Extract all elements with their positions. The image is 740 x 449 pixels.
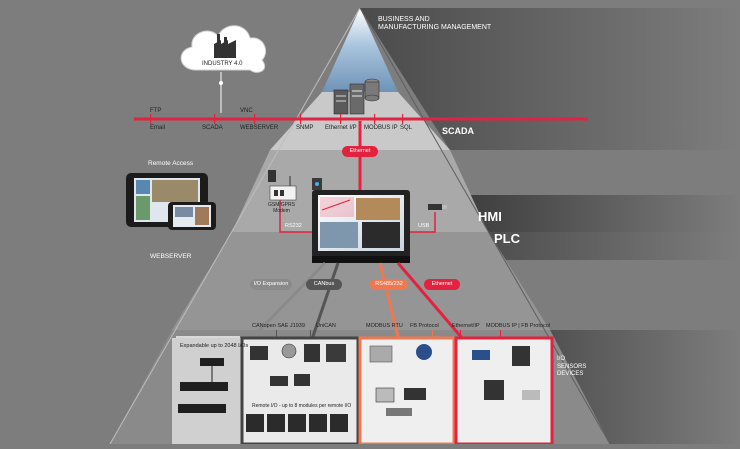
usb-label: USB: [418, 223, 430, 229]
layer-plc-title: PLC: [494, 231, 520, 246]
protocol-fb: FB Protocol: [410, 323, 439, 329]
modem-label: GSM/GPRS Modem: [268, 202, 295, 214]
rs232-label: RS232: [285, 223, 302, 229]
modem-icon: [269, 176, 297, 201]
pyramid-right-edge: [359, 7, 611, 445]
io-remote-label: Remote I/O - up to 8 modules per remote …: [252, 403, 352, 409]
phone-icon: [168, 202, 216, 230]
scada-label-sql: SQL: [400, 125, 413, 131]
hmi-device: [312, 190, 410, 263]
tablet-icon: [126, 173, 208, 227]
bus-ethernet-line: [396, 262, 470, 346]
right-band-plc: [488, 232, 740, 260]
bus-pill-canbus: CANbus: [306, 279, 342, 290]
layer-io-title: I/O SENSORS DEVICES: [557, 356, 587, 377]
protocol-modbus-ip-fb: MODBUS IP | FB Protocol: [486, 323, 550, 329]
io-module-chain: [178, 358, 228, 413]
rs485-devices: [369, 344, 432, 416]
scada-label-ethernet-ip: Ethernet I/P: [325, 125, 357, 131]
rs232-line: [279, 200, 312, 233]
right-band-scada: [360, 8, 740, 150]
remote-access-label: Remote Access: [148, 160, 194, 167]
protocol-ethernet-ip: Ethernet/IP: [452, 323, 480, 329]
cloud-icon: [180, 25, 266, 73]
protocol-canopen: CANopen SAE J1939: [252, 323, 305, 329]
right-band-io: [550, 330, 740, 444]
gsm-device-icon: [268, 170, 276, 182]
scada-bus-ticks: [150, 114, 404, 124]
layer-business-title: BUSINESS AND MANUFACTURING MANAGEMENT: [378, 16, 492, 32]
canbus-devices: [246, 343, 348, 432]
server-rack-icon: [333, 78, 380, 115]
scada-label-email: Email: [150, 125, 166, 131]
layer-hmi-title: HMI: [478, 209, 502, 224]
scada-label-ftp: FTP: [150, 108, 162, 114]
scada-label-vnc: VNC: [240, 108, 253, 114]
pyramid-top-business: [322, 8, 398, 92]
pyramid-left-edge: [109, 7, 361, 445]
pyramid-plc-layer: [172, 232, 550, 330]
plc-small-unit: [312, 178, 322, 190]
scada-label-snmp: SNMP: [296, 125, 314, 131]
io-expandable-label: Expandable up to 2048 I/Os: [180, 343, 249, 349]
usb-plug-icon: [428, 204, 447, 210]
scada-label-modbus-ip: MODBUS IP: [364, 125, 398, 131]
ethernet-devices: [472, 346, 540, 400]
webserver-label: WEBSERVER: [150, 253, 192, 260]
scada-label-scada: SCADA: [202, 125, 223, 131]
bus-pill-rs485: RS485/232: [370, 279, 408, 290]
protocol-modbus-rtu: MODBUS RTU: [366, 323, 403, 329]
ethernet-pill: Ethernet: [342, 146, 378, 157]
cloud-link-node: [219, 81, 223, 85]
layer-scada-title: SCADA: [442, 126, 475, 136]
bus-pill-ethernet: Ethernet: [424, 279, 460, 290]
scada-label-webserver: WEBSERVER: [240, 125, 279, 131]
usb-line: [410, 212, 436, 233]
protocol-unican: UniCAN: [316, 323, 336, 329]
bus-canbus-line: [308, 262, 340, 346]
right-band-hmi: [470, 195, 740, 232]
bus-io-expansion-line: [243, 261, 327, 347]
cloud-label: INDUSTRY 4.0: [202, 61, 243, 67]
bus-pill-io-expansion: I/O Expansion: [250, 279, 292, 290]
